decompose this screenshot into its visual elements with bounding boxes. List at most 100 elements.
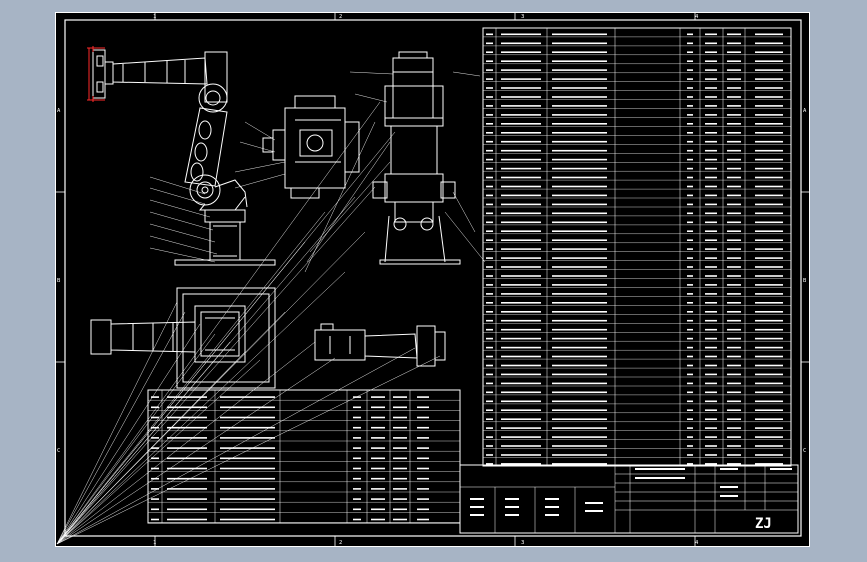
- cell-text-placeholder: [687, 436, 693, 438]
- cell-text-placeholder: [417, 406, 429, 409]
- cell-text-placeholder: [151, 467, 159, 470]
- cell-text-placeholder: [486, 149, 493, 152]
- cell-text-placeholder: [417, 467, 429, 470]
- cell-text-placeholder: [501, 302, 541, 304]
- cell-text-placeholder: [705, 311, 717, 313]
- cell-text-placeholder: [417, 498, 429, 500]
- cell-text-placeholder: [705, 382, 717, 385]
- cell-text-placeholder: [167, 437, 207, 439]
- cell-text-placeholder: [552, 391, 607, 394]
- cell-text-placeholder: [755, 51, 783, 53]
- cell-text-placeholder: [371, 437, 385, 439]
- cell-text-placeholder: [727, 311, 741, 313]
- parts-list-lower: [147, 389, 461, 524]
- cell-text-placeholder: [705, 60, 717, 62]
- cell-text-placeholder: [220, 477, 275, 480]
- cell-text-placeholder: [727, 230, 741, 232]
- cell-text-placeholder: [167, 518, 207, 521]
- cell-text-placeholder: [486, 302, 493, 304]
- cell-text-placeholder: [393, 498, 407, 500]
- cell-text-placeholder: [501, 221, 541, 224]
- cell-text-placeholder: [687, 212, 693, 215]
- cell-text-placeholder: [220, 426, 275, 429]
- cell-text-placeholder: [687, 382, 693, 385]
- cell-text-placeholder: [501, 445, 541, 447]
- cell-text-placeholder: [167, 406, 207, 409]
- cell-text-placeholder: [552, 364, 607, 367]
- cell-text-placeholder: [151, 518, 159, 521]
- cell-text-placeholder: [552, 105, 607, 107]
- cell-text-placeholder: [552, 400, 607, 403]
- cell-text-placeholder: [486, 212, 493, 215]
- cell-text-placeholder: [486, 409, 493, 411]
- cell-text-placeholder: [486, 311, 493, 313]
- cell-text-placeholder: [755, 463, 783, 465]
- cell-text-placeholder: [705, 373, 717, 376]
- cell-text-placeholder: [501, 51, 541, 53]
- cell-text-placeholder: [705, 454, 717, 456]
- cell-text-placeholder: [486, 248, 493, 250]
- cell-text-placeholder: [151, 416, 159, 419]
- cell-text-placeholder: [486, 87, 493, 89]
- zone-a-left: A: [57, 108, 61, 114]
- cell-text-placeholder: [353, 416, 361, 419]
- cell-text-placeholder: [755, 167, 783, 170]
- cell-text-placeholder: [755, 185, 783, 188]
- cell-text-placeholder: [687, 194, 693, 197]
- cell-text-placeholder: [417, 518, 429, 521]
- wrist-detail-view: [262, 95, 360, 199]
- cell-text-placeholder: [486, 427, 493, 429]
- cell-text-placeholder: [755, 123, 783, 125]
- assembly-drawing: 1 2 3 4 1 2 3 4 A B C A B C: [55, 12, 810, 547]
- cell-text-placeholder: [705, 51, 717, 53]
- cell-text-placeholder: [552, 123, 607, 125]
- cell-text-placeholder: [417, 437, 429, 439]
- base-column: [209, 221, 241, 261]
- cell-text-placeholder: [687, 275, 693, 277]
- cell-text-placeholder: [755, 436, 783, 438]
- column-base: [384, 173, 444, 203]
- cell-text-placeholder: [486, 319, 493, 322]
- cell-text-placeholder: [486, 454, 493, 456]
- cell-text-placeholder: [687, 69, 693, 71]
- cell-text-placeholder: [687, 96, 693, 98]
- cell-text-placeholder: [501, 436, 541, 438]
- cell-text-placeholder: [486, 78, 493, 80]
- cell-text-placeholder: [755, 42, 783, 45]
- cell-text-placeholder: [687, 373, 693, 376]
- cell-text-placeholder: [552, 33, 607, 36]
- parts-list-upper: [482, 27, 792, 467]
- cell-text-placeholder: [687, 248, 693, 250]
- cell-text-placeholder: [687, 364, 693, 367]
- cell-text-placeholder: [755, 149, 783, 152]
- cell-text-placeholder: [486, 382, 493, 385]
- cell-text-placeholder: [552, 114, 607, 116]
- cell-text-placeholder: [705, 355, 717, 358]
- cell-text-placeholder: [501, 346, 541, 349]
- cell-text-placeholder: [501, 87, 541, 89]
- cell-text-placeholder: [552, 158, 607, 161]
- cell-text-placeholder: [727, 266, 741, 268]
- cell-text-placeholder: [501, 185, 541, 188]
- base-plate: [174, 259, 276, 266]
- cell-text-placeholder: [705, 42, 717, 45]
- cell-text-placeholder: [552, 311, 607, 313]
- cell-text-placeholder: [755, 176, 783, 179]
- cell-text-placeholder: [687, 140, 693, 143]
- cell-text-placeholder: [486, 123, 493, 125]
- cell-text-placeholder: [353, 426, 361, 429]
- cell-text-placeholder: [353, 396, 361, 398]
- cell-text-placeholder: [705, 230, 717, 232]
- cell-text-placeholder: [486, 203, 493, 206]
- cell-text-placeholder: [167, 396, 207, 398]
- cell-text-placeholder: [705, 96, 717, 98]
- cell-text-placeholder: [501, 454, 541, 456]
- cell-text-placeholder: [486, 230, 493, 232]
- cell-text-placeholder: [486, 105, 493, 107]
- cell-text-placeholder: [486, 436, 493, 438]
- cell-text-placeholder: [755, 355, 783, 358]
- cell-text-placeholder: [687, 42, 693, 45]
- cell-text-placeholder: [755, 257, 783, 259]
- cell-text-placeholder: [417, 416, 429, 419]
- cell-text-placeholder: [687, 60, 693, 62]
